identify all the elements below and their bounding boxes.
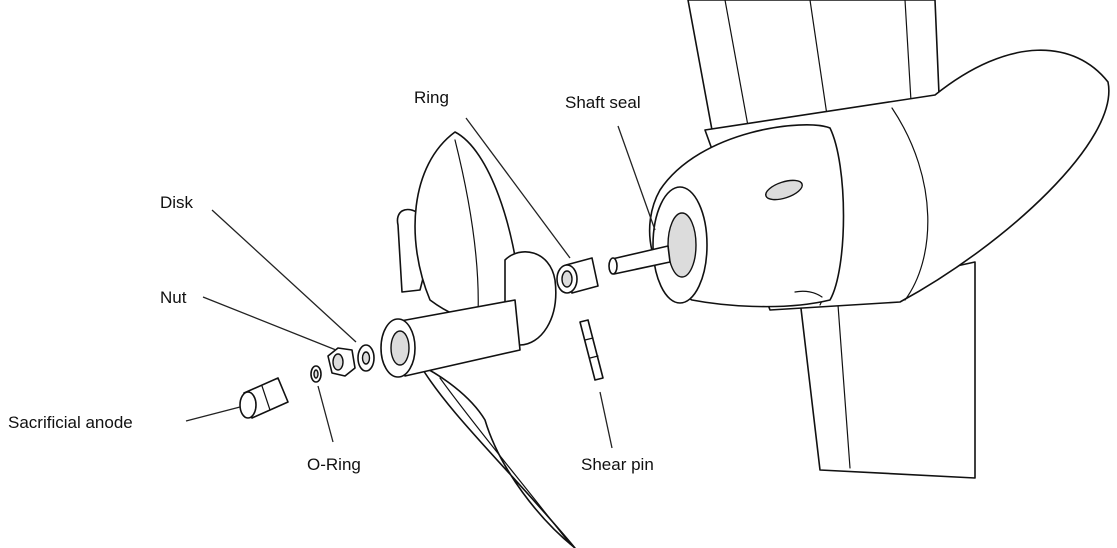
label-sacrificial-anode: Sacrificial anode — [8, 413, 133, 432]
label-shaft-seal: Shaft seal — [565, 93, 641, 112]
propeller-blade-lower — [419, 364, 576, 548]
disk-part — [357, 344, 375, 372]
sacrificial-anode-part — [239, 377, 289, 419]
label-o-ring: O-Ring — [307, 455, 361, 474]
propeller — [380, 131, 576, 548]
label-ring: Ring — [414, 88, 449, 107]
leader-shaft-seal — [617, 125, 656, 231]
o-ring-part — [310, 365, 322, 383]
label-shear-pin: Shear pin — [581, 455, 654, 474]
leader-disk — [211, 209, 357, 343]
label-nut: Nut — [160, 288, 187, 307]
leader-o-ring — [317, 385, 334, 443]
ring-part — [556, 257, 599, 294]
leader-sacrificial-anode — [185, 406, 241, 422]
shear-pin-part — [579, 319, 604, 381]
leader-shear-pin — [599, 391, 613, 449]
motor-housing — [608, 0, 1110, 479]
motor-vent-oval — [765, 179, 803, 201]
nut-part — [327, 347, 356, 377]
leader-ring — [465, 117, 571, 259]
leader-nut — [202, 296, 337, 351]
label-disk: Disk — [160, 193, 194, 212]
